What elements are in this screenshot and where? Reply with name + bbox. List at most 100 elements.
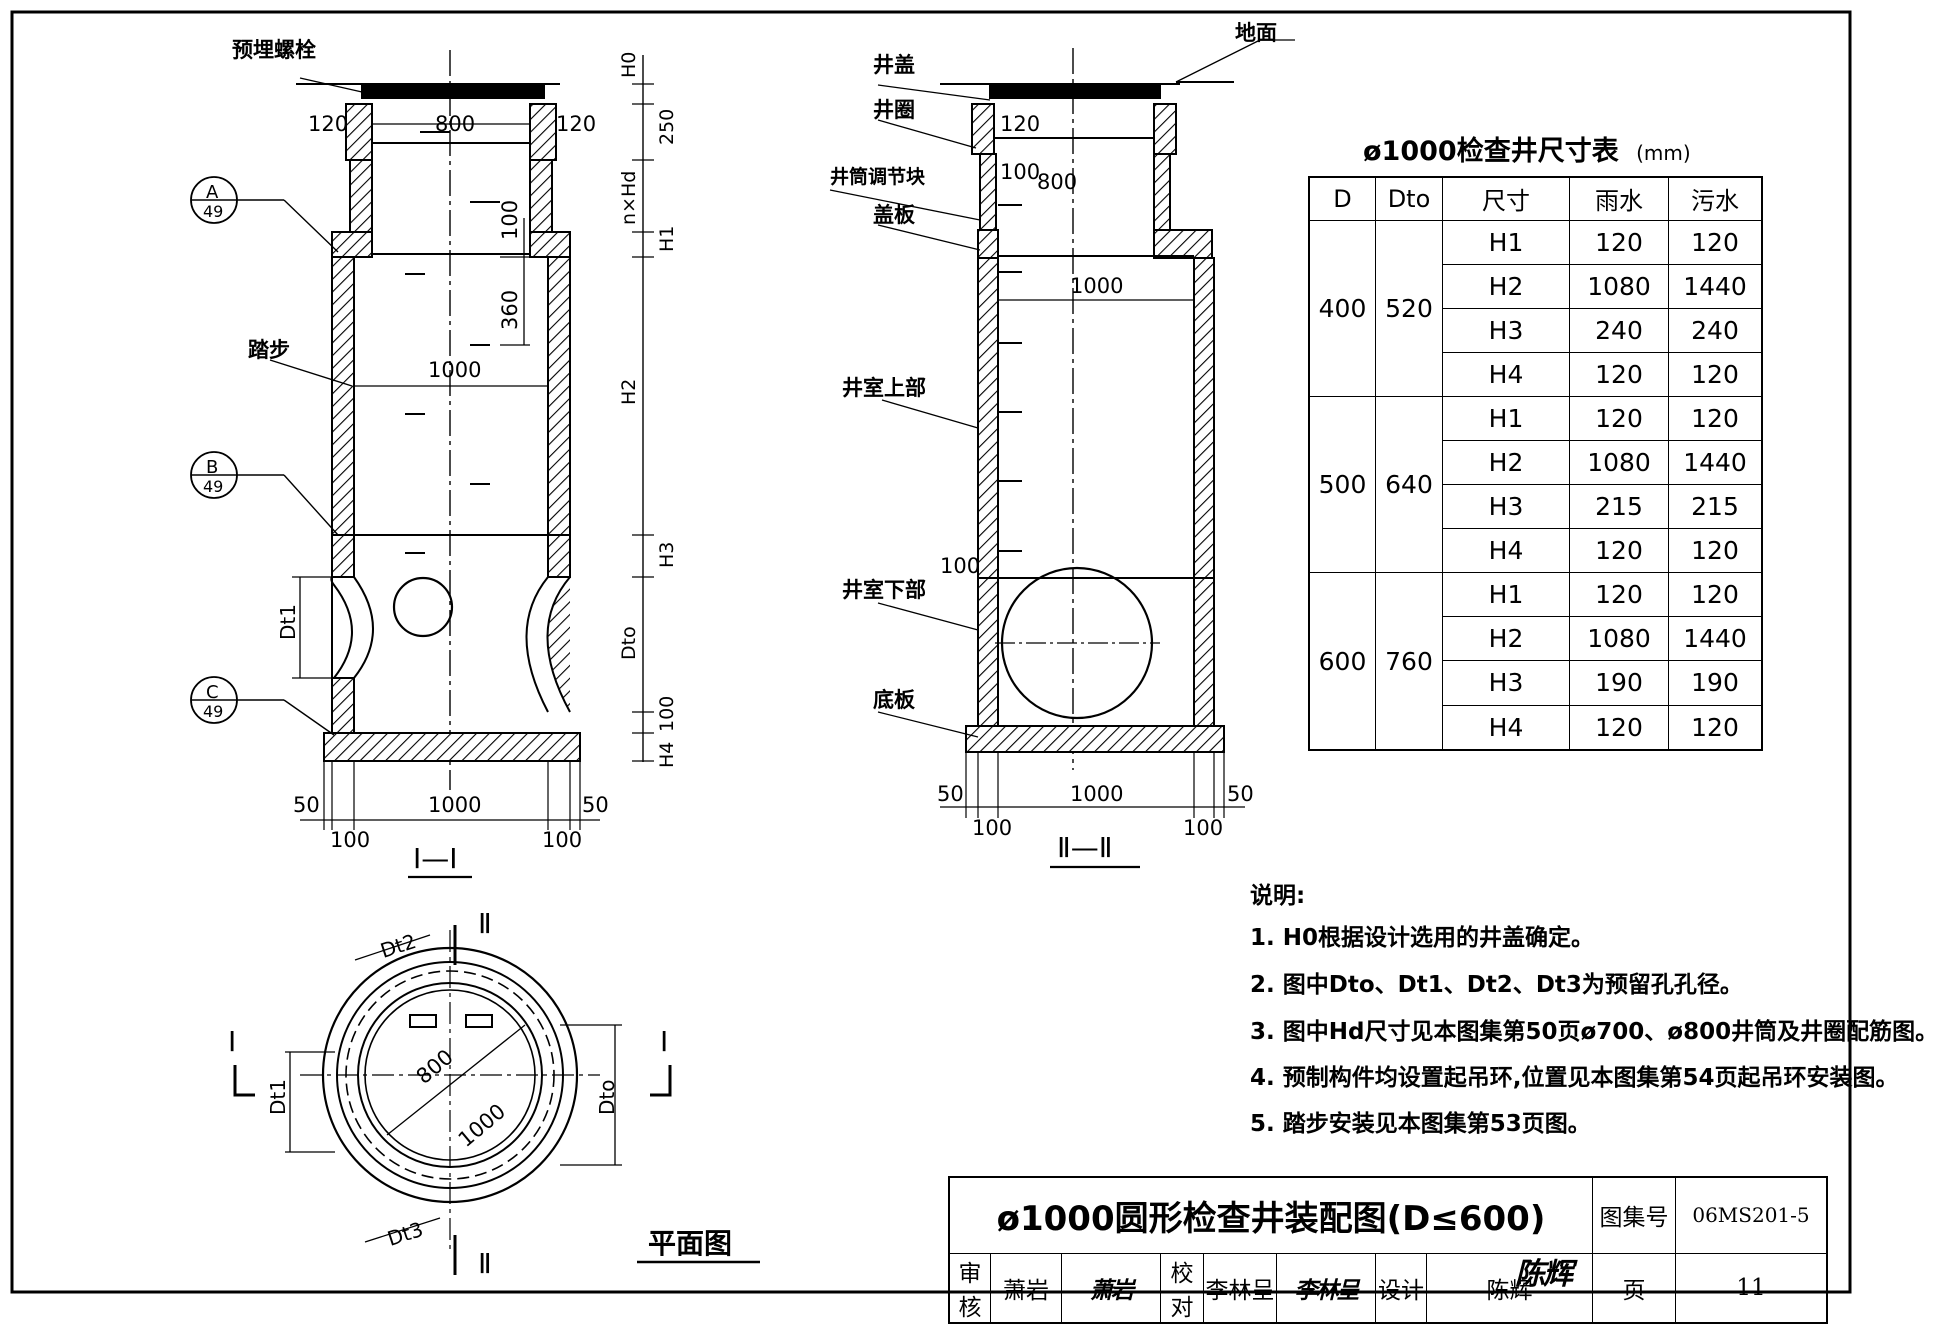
section-2-2-drawing — [829, 39, 1295, 869]
table-title: ø1000检查井尺寸表 (mm) — [1363, 138, 1691, 165]
table-cell-rain: 120 — [1569, 219, 1669, 265]
page-number: 11 — [1675, 1252, 1828, 1323]
table-cell-sewage: 215 — [1668, 484, 1763, 530]
table-row: 600 760 H1 120 120 — [1308, 572, 1763, 751]
table-cell-sewage: 190 — [1668, 660, 1763, 706]
title-block: ø1000圆形检查井装配图(D≤600) 图集号 06MS201-5 审核 萧岩… — [948, 1176, 1828, 1324]
drawing-sheet — [10, 10, 1852, 1294]
check-signature: 李林呈 — [1276, 1252, 1376, 1323]
table-cell-rain: 120 — [1569, 528, 1669, 574]
table-title-text: ø1000检查井尺寸表 — [1363, 136, 1619, 167]
sheet-border — [10, 10, 1852, 1294]
dim-h3: H3 — [656, 541, 678, 568]
atlas-number: 06MS201-5 — [1675, 1176, 1828, 1254]
table-row: H4 120 120 — [1309, 351, 1763, 397]
label-chamber-upper: 井室上部 — [842, 376, 926, 400]
table-cell-rain: 120 — [1569, 704, 1669, 751]
s2-bottom-50-right: 50 — [1227, 782, 1254, 806]
label-base-slab: 底板 — [873, 688, 915, 712]
s2-dim-120: 120 — [1000, 112, 1041, 136]
check-label: 校对 — [1160, 1252, 1204, 1323]
dim-100-base: 100 — [656, 695, 678, 732]
label-cover: 井盖 — [873, 53, 915, 77]
table-cell-sewage: 120 — [1668, 528, 1763, 574]
table-cell-rain: 1080 — [1569, 439, 1669, 486]
dim-100: 100 — [498, 199, 522, 240]
table-row: H2 1080 1440 — [1309, 263, 1763, 309]
label-ground: 地面 — [1235, 21, 1277, 45]
table-cell-rain: 1080 — [1569, 263, 1669, 309]
s2-dim-100-side: 100 — [940, 554, 981, 578]
table-cell-dto: 760 — [1375, 572, 1443, 751]
design-name: 陈辉 — [1426, 1252, 1593, 1323]
title-block-row-top: ø1000圆形检查井装配图(D≤600) 图集号 06MS201-5 — [948, 1176, 1828, 1254]
dim-120-left: 120 — [308, 112, 349, 136]
s2-dim-1000: 1000 — [1070, 274, 1124, 298]
callout-b-letter: B — [206, 457, 219, 478]
bottom-dim-100-right: 100 — [542, 828, 583, 852]
callout-a-page: 49 — [203, 202, 224, 221]
table-row: H3 215 215 — [1309, 484, 1763, 530]
title-block-row-bottom: 审核 萧岩 萧岩 校对 李林呈 李林呈 设计 陈辉 页 11 — [948, 1252, 1828, 1323]
table-cell-size: H1 — [1442, 572, 1570, 618]
table-cell-rain: 1080 — [1569, 616, 1669, 662]
drawing-title: ø1000圆形检查井装配图(D≤600) — [948, 1176, 1593, 1254]
table-cell-size: H1 — [1442, 219, 1570, 265]
table-row: 400 520 H1 120 120 — [1308, 219, 1763, 397]
table-row: H3 240 240 — [1309, 307, 1763, 353]
table-cell-size: H2 — [1442, 439, 1570, 486]
table-header-cell: Dto — [1375, 176, 1443, 221]
table-row: H3 190 190 — [1309, 660, 1763, 706]
table-cell-d: 500 — [1308, 395, 1376, 574]
s2-dim-800: 800 — [1037, 170, 1078, 194]
table-cell-size: H3 — [1442, 660, 1570, 706]
label-step: 踏步 — [248, 338, 290, 362]
dim-dt1: Dt1 — [276, 604, 300, 640]
dim-h1: H1 — [656, 225, 678, 252]
table-cell-sewage: 120 — [1668, 395, 1763, 441]
table-cell-size: H2 — [1442, 263, 1570, 309]
dim-h0: H0 — [618, 51, 640, 78]
dim-120-right: 120 — [556, 112, 597, 136]
table-cell-size: H1 — [1442, 395, 1570, 441]
table-cell-size: H4 — [1442, 351, 1570, 397]
table-cell-size: H4 — [1442, 704, 1570, 751]
table-cell-sewage: 1440 — [1668, 263, 1763, 309]
table-header-cell: 尺寸 — [1442, 176, 1570, 221]
table-cell-sewage: 120 — [1668, 351, 1763, 397]
dim-1000-inner: 1000 — [428, 358, 482, 382]
s2-dim-100-top: 100 — [1000, 160, 1041, 184]
table-cell-size: H3 — [1442, 307, 1570, 353]
plan-view-title: 平面图 — [648, 1227, 733, 1260]
label-chamber-lower: 井室下部 — [842, 578, 926, 602]
section-mark-i-left: Ⅰ — [228, 1025, 237, 1058]
table-row: H4 120 120 — [1309, 704, 1763, 751]
s2-bottom-100-left: 100 — [972, 816, 1013, 840]
page-label: 页 — [1592, 1252, 1676, 1323]
table-header-row: D Dto 尺寸 雨水 污水 — [1308, 176, 1763, 221]
notes-heading: 说明: — [1250, 883, 1306, 909]
table-cell-d: 400 — [1308, 219, 1376, 397]
plan-dto: Dto — [595, 1079, 619, 1115]
table-header-cell: D — [1308, 176, 1376, 221]
s2-bottom-50-left: 50 — [937, 782, 964, 806]
label-cover-slab: 盖板 — [873, 203, 915, 227]
table-header-cell: 雨水 — [1569, 176, 1669, 221]
design-signature: 陈辉 — [1515, 1257, 1573, 1292]
dim-h2: H2 — [618, 378, 640, 405]
section-2-title: Ⅱ—Ⅱ — [1057, 831, 1113, 864]
table-cell-size: H2 — [1442, 616, 1570, 662]
plan-dt1: Dt1 — [266, 1079, 290, 1115]
check-name: 李林呈 — [1203, 1252, 1277, 1323]
table-cell-sewage: 1440 — [1668, 439, 1763, 486]
label-embedded-bolt: 预埋螺栓 — [232, 38, 316, 62]
table-cell-dto: 640 — [1375, 395, 1443, 574]
table-cell-rain: 120 — [1569, 572, 1669, 618]
table-row: 500 640 H1 120 120 — [1308, 395, 1763, 574]
table-row: H2 1080 1440 — [1309, 439, 1763, 486]
note-item: 4. 预制构件均设置起吊环,位置见本图集第54页起吊环安装图。 — [1250, 1065, 1899, 1091]
s2-bottom-100-right: 100 — [1183, 816, 1224, 840]
table-cell-size: H3 — [1442, 484, 1570, 530]
table-cell-sewage: 120 — [1668, 572, 1763, 618]
table-cell-rain: 215 — [1569, 484, 1669, 530]
